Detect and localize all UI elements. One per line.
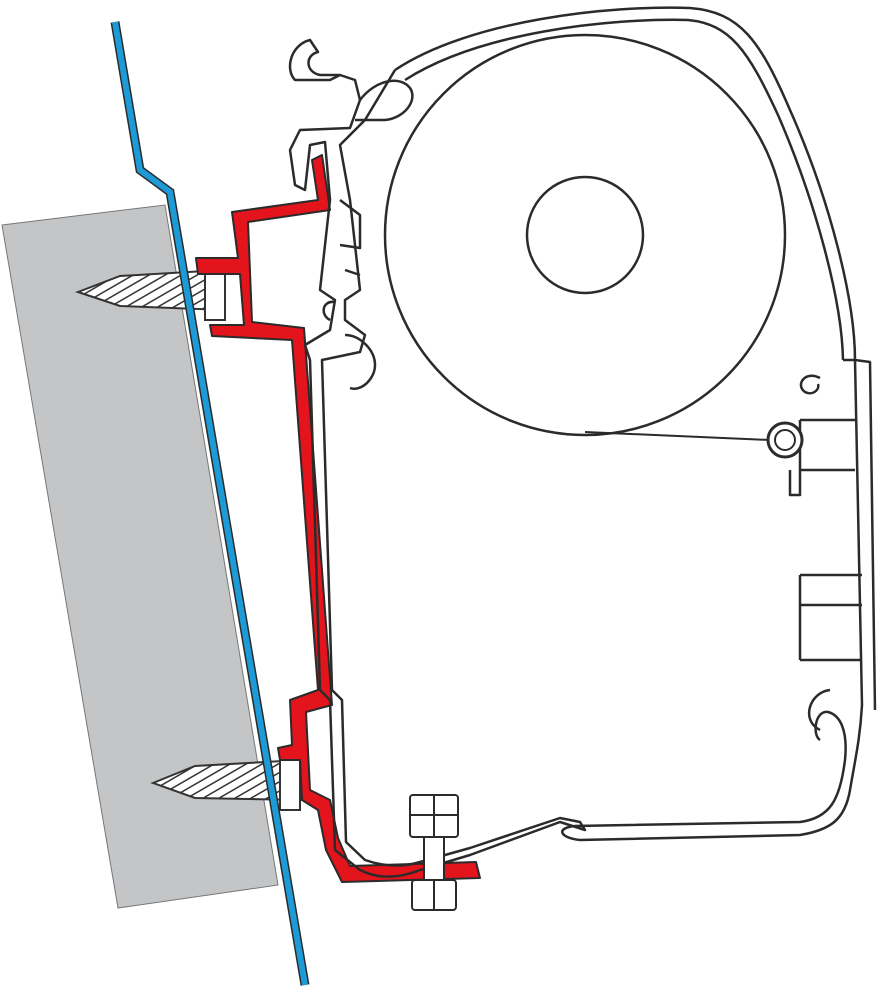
roller-tube — [525, 175, 645, 295]
adapter-bracket — [195, 154, 481, 883]
fabric-line — [584, 431, 771, 441]
awning-housing — [288, 6, 877, 878]
hex-bolt-icon — [409, 794, 459, 911]
wall-panel — [1, 204, 279, 909]
